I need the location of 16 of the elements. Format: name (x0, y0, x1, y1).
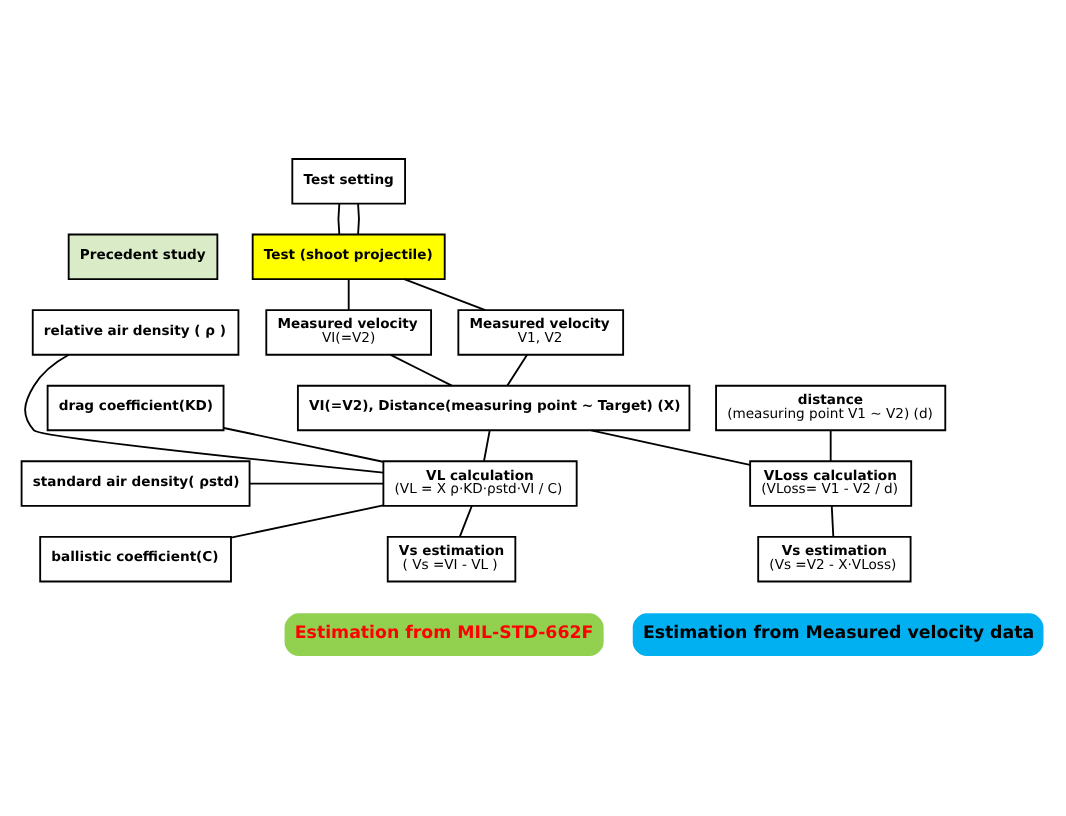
node-box: Estimation from MIL-STD-662F (282, 611, 606, 658)
connector (222, 427, 384, 463)
connector (24, 353, 385, 474)
connector (347, 278, 350, 311)
connector (337, 202, 341, 236)
connector (230, 504, 385, 539)
connector (357, 202, 360, 236)
connector (248, 482, 385, 485)
connector (829, 429, 832, 462)
connector (403, 278, 487, 311)
connector (506, 353, 529, 387)
connector (830, 505, 835, 538)
connector (483, 429, 491, 462)
connector (590, 429, 751, 466)
connector (458, 505, 473, 538)
node-box: Estimation from Measured velocity data (630, 611, 1046, 658)
